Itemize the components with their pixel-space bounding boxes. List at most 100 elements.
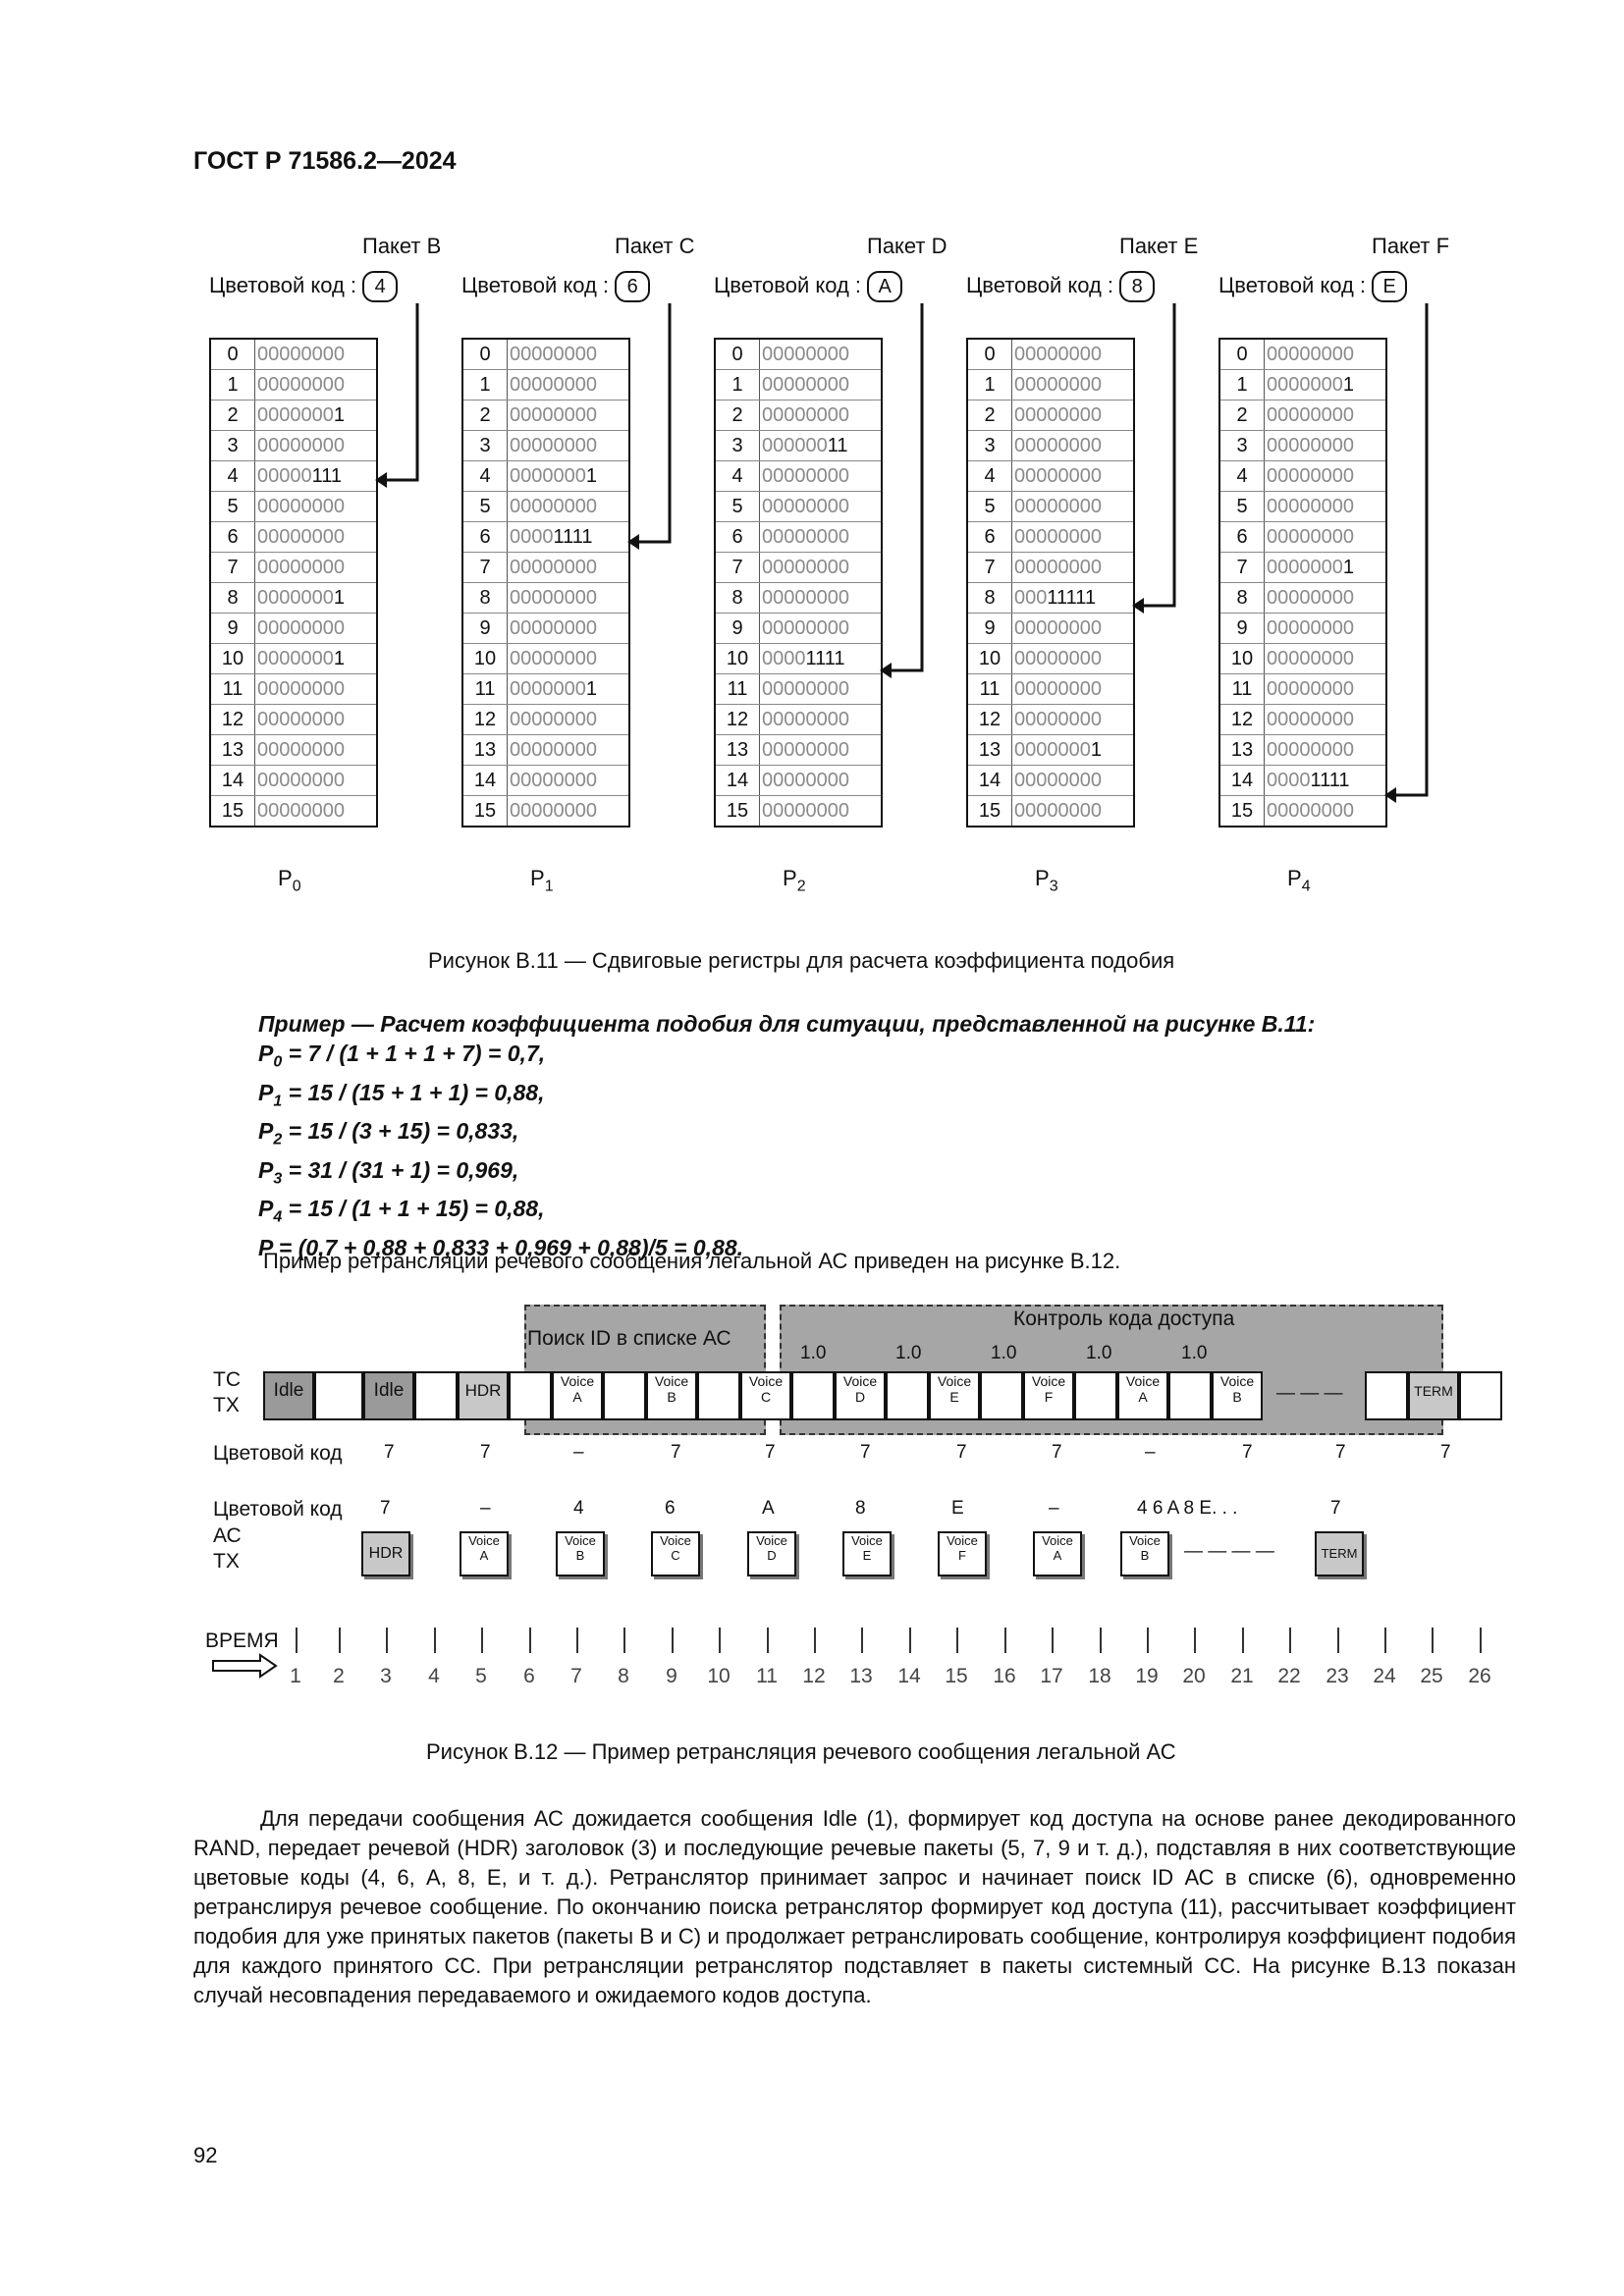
- color-code-value: A: [867, 271, 903, 302]
- example-line: P4 = 15 / (1 + 1 + 15) = 0,88,: [258, 1196, 545, 1226]
- register-index: 2: [1219, 400, 1265, 431]
- register-bits: 00000000: [759, 491, 882, 522]
- register-index: 4: [462, 460, 508, 492]
- ac-label: АС: [213, 1524, 242, 1547]
- register-bits: 00000000: [254, 369, 377, 400]
- register-index: 0: [462, 339, 508, 370]
- register-bits: 00000000: [507, 704, 629, 735]
- register-bits: 00000000: [254, 491, 377, 522]
- ac-voice-letter: A: [1053, 1548, 1062, 1563]
- time-tick: [672, 1628, 674, 1653]
- ac-tx-label: TX: [213, 1550, 240, 1573]
- time-tick: [1289, 1628, 1291, 1653]
- register-bits: 00000000: [759, 339, 882, 370]
- time-tick: [576, 1628, 578, 1653]
- register-index: 11: [1219, 673, 1265, 705]
- time-tick-label: 13: [849, 1665, 873, 1687]
- tc-cell-gap-5: [697, 1371, 740, 1420]
- color-code-value: 4: [362, 271, 399, 302]
- register-index: 9: [967, 613, 1012, 644]
- ac-voice-letter: A: [479, 1548, 489, 1563]
- register-index: 10: [967, 643, 1012, 674]
- register-bits: 00001111: [507, 521, 629, 553]
- tc-cell-term: TERM: [1408, 1371, 1459, 1420]
- register-bits: 00000000: [254, 521, 377, 553]
- time-tick: [339, 1628, 341, 1653]
- register-index: 11: [967, 673, 1012, 705]
- time-tick-label: 5: [475, 1665, 487, 1687]
- time-tick-label: 12: [802, 1665, 826, 1687]
- register-bits: 00000001: [1264, 552, 1386, 583]
- register-index: 13: [210, 734, 255, 766]
- time-label: ВРЕМЯ: [205, 1629, 279, 1652]
- example-line: P3 = 31 / (31 + 1) = 0,969,: [258, 1156, 519, 1188]
- register-index: 13: [462, 734, 508, 766]
- tc-cell-gap-1: [314, 1371, 363, 1420]
- zone-control-label: Контроль кода доступа: [1013, 1308, 1235, 1330]
- register-index: 12: [1219, 704, 1265, 735]
- register-bits: 00000000: [254, 339, 377, 370]
- register-bits: 00000000: [507, 582, 629, 614]
- register-bits: 00000000: [1267, 799, 1354, 822]
- time-tick-label: 10: [707, 1665, 731, 1687]
- register-index: 2: [462, 400, 508, 431]
- ac-voice-word: Voice: [1129, 1533, 1161, 1548]
- tc-label: ТС: [213, 1368, 241, 1391]
- register-index: 15: [462, 795, 508, 827]
- time-tick: [296, 1628, 298, 1653]
- ratio-3: 1.0: [991, 1343, 1017, 1363]
- register-index: 13: [1219, 734, 1265, 766]
- register-index: 3: [967, 430, 1012, 461]
- figure-b12-caption: Рисунок В.12 — Пример ретрансляция речев…: [426, 1739, 1176, 1764]
- register-index: 2: [967, 400, 1012, 431]
- tc-cell-gap-12: [1459, 1371, 1502, 1420]
- time-tick: [909, 1628, 911, 1653]
- time-tick: [1004, 1628, 1006, 1653]
- register-bits: 00000000: [1264, 460, 1386, 492]
- tc-cell-idle-1: Idle: [263, 1371, 314, 1420]
- time-tick-label: 15: [945, 1665, 968, 1687]
- time-tick-label: 9: [666, 1665, 677, 1687]
- register-index: 14: [462, 765, 508, 796]
- register-index: 9: [210, 613, 255, 644]
- ac-voice-letter: C: [671, 1548, 680, 1563]
- register-bits: 00000000: [507, 400, 629, 431]
- color-code-label: Цветовой код : A: [714, 271, 903, 302]
- register-index: 13: [967, 734, 1012, 766]
- register-bits: 00000000: [759, 460, 882, 492]
- register-index: 12: [715, 704, 760, 735]
- time-tick: [1480, 1628, 1482, 1653]
- probability-label: P0: [278, 866, 301, 895]
- arrow-p0: [378, 303, 419, 482]
- tc-voice-letter: C: [760, 1389, 772, 1405]
- register-index: 0: [967, 339, 1012, 370]
- register-index: 10: [715, 643, 760, 674]
- time-tick: [1384, 1628, 1386, 1653]
- time-tick-label: 18: [1088, 1665, 1111, 1687]
- register-index: 1: [462, 369, 508, 400]
- ratio-5: 1.0: [1181, 1343, 1208, 1363]
- tc-voice-word: Voice: [654, 1373, 689, 1389]
- tc-cell-gap-7: [886, 1371, 929, 1420]
